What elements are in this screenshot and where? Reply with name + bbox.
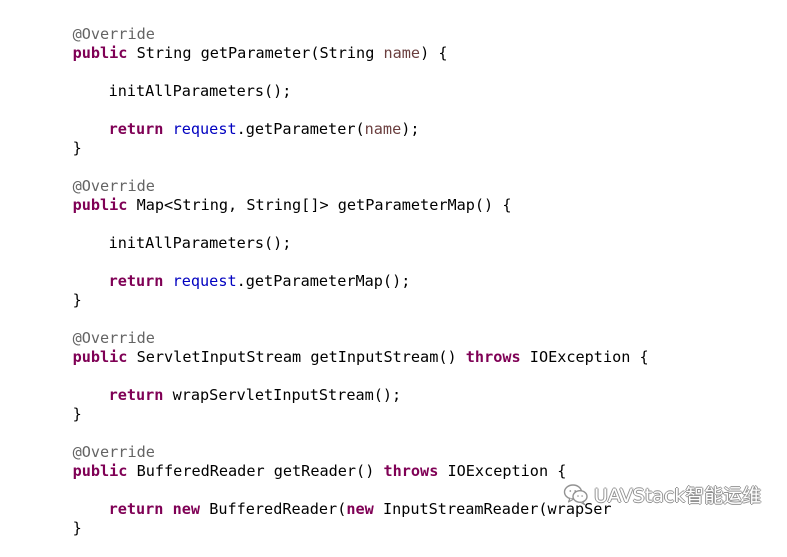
code-text: initAllParameters(); xyxy=(108,82,292,100)
code-line: } xyxy=(36,120,82,157)
code-line: public ServletInputStream getInputStream… xyxy=(36,329,649,366)
code-text: IOException { xyxy=(520,348,649,366)
code-line: } xyxy=(36,500,82,537)
code-text: ServletInputStream getInputStream() xyxy=(127,348,466,366)
keyword-token: throws xyxy=(383,462,439,480)
code-line: initAllParameters(); xyxy=(72,63,292,100)
keyword-token: public xyxy=(72,462,128,480)
watermark: UAVStack智能运维 xyxy=(562,480,761,508)
keyword-token: return xyxy=(108,120,164,138)
code-text: } xyxy=(72,519,82,537)
keyword-token: return xyxy=(108,386,164,404)
annotation-token: @Override xyxy=(72,177,155,195)
code-text xyxy=(163,272,172,290)
parameter-token: name xyxy=(383,44,421,62)
keyword-token: public xyxy=(72,348,128,366)
parameter-token: name xyxy=(364,120,402,138)
code-line: return new BufferedReader(new InputStrea… xyxy=(72,481,612,518)
annotation-token: @Override xyxy=(72,329,155,347)
code-line: return wrapServletInputStream(); xyxy=(72,367,402,404)
code-line: @Override xyxy=(36,6,155,43)
code-line: } xyxy=(36,386,82,423)
code-text: BufferedReader( xyxy=(200,500,347,518)
code-line: @Override xyxy=(36,424,155,461)
keyword-token: public xyxy=(72,44,128,62)
code-text: ); xyxy=(401,120,420,138)
code-text: IOException { xyxy=(438,462,567,480)
code-text: } xyxy=(72,291,82,309)
code-text: wrapServletInputStream(); xyxy=(163,386,402,404)
code-line: public String getParameter(String name) … xyxy=(36,25,448,62)
code-line: initAllParameters(); xyxy=(72,215,292,252)
keyword-token: public xyxy=(72,196,128,214)
keyword-token: return xyxy=(108,272,164,290)
code-text: ) { xyxy=(420,44,448,62)
wechat-icon xyxy=(563,484,588,506)
code-text: Map<String, String[]> getParameterMap() … xyxy=(127,196,512,214)
code-text: String getParameter(String xyxy=(127,44,384,62)
code-line: return request.getParameterMap(); xyxy=(72,253,411,290)
watermark-text: UAVStack智能运维 xyxy=(594,484,762,507)
field-token: request xyxy=(172,272,237,290)
keyword-token: return xyxy=(108,500,164,518)
code-editor[interactable]: @Override public String getParameter(Str… xyxy=(0,0,787,537)
code-line: @Override xyxy=(36,158,155,195)
keyword-token: new xyxy=(172,500,201,518)
field-token: request xyxy=(172,120,237,138)
keyword-token: throws xyxy=(465,348,521,366)
code-text: .getParameter( xyxy=(236,120,365,138)
code-text: .getParameterMap(); xyxy=(236,272,411,290)
code-line: } xyxy=(36,272,82,309)
code-text xyxy=(163,120,172,138)
code-line: @Override xyxy=(36,310,155,347)
code-line: return request.getParameter(name); xyxy=(72,101,420,138)
annotation-token: @Override xyxy=(72,443,155,461)
code-text: InputStreamReader(wrapSer xyxy=(373,500,612,518)
code-text xyxy=(163,500,172,518)
code-text: } xyxy=(72,405,82,423)
code-text: initAllParameters(); xyxy=(108,234,292,252)
annotation-token: @Override xyxy=(72,25,155,43)
keyword-token: new xyxy=(346,500,374,518)
code-line: public Map<String, String[]> getParamete… xyxy=(36,177,512,214)
code-line: public BufferedReader getReader() throws… xyxy=(36,443,567,480)
code-text: BufferedReader getReader() xyxy=(127,462,384,480)
code-text: } xyxy=(72,139,82,157)
